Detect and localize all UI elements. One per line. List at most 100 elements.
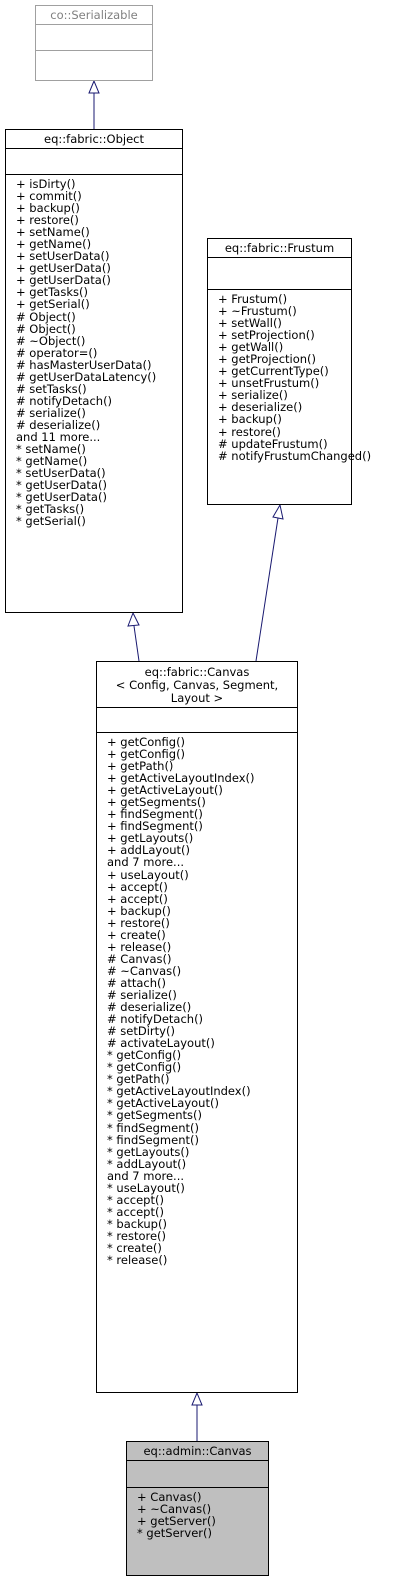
class-fabric-frustum[interactable]: eq::fabric::Frustum + Frustum()+ ~Frustu… <box>207 238 372 505</box>
method-item[interactable]: * setName() <box>16 442 86 457</box>
method-item[interactable]: + unsetFrustum() <box>218 376 320 391</box>
method-item[interactable]: + getActiveLayout() <box>107 783 223 798</box>
method-item[interactable]: + Frustum() <box>218 292 288 306</box>
method-item[interactable]: + Canvas() <box>137 1490 202 1504</box>
method-item[interactable]: * getLayouts() <box>107 1144 190 1159</box>
method-item[interactable]: + create() <box>107 927 166 942</box>
method-item[interactable]: # serialize() <box>16 405 86 420</box>
method-item[interactable]: * useLayout() <box>107 1180 185 1195</box>
method-item[interactable]: + release() <box>107 939 172 954</box>
method-item[interactable]: + ~Frustum() <box>218 304 297 319</box>
method-item[interactable]: # notifyDetach() <box>16 393 113 408</box>
method-item[interactable]: + setUserData() <box>16 249 110 264</box>
method-item[interactable]: + getName() <box>16 237 92 252</box>
method-item[interactable]: + setWall() <box>218 316 282 331</box>
method-item[interactable]: + restore() <box>16 213 79 228</box>
method-item[interactable]: + restore() <box>107 915 170 930</box>
method-item[interactable]: + getUserData() <box>16 273 111 288</box>
method-item[interactable]: + isDirty() <box>16 177 76 191</box>
method-item[interactable]: # Object() <box>16 321 76 336</box>
class-title: eq::fabric::Frustum <box>224 241 335 255</box>
method-item[interactable]: + findSegment() <box>107 819 203 834</box>
method-item[interactable]: * accept() <box>107 1204 164 1219</box>
class-fabric-object[interactable]: eq::fabric::Object + isDirty()+ commit()… <box>5 129 183 613</box>
method-item[interactable]: # ~Canvas() <box>107 963 182 978</box>
method-item[interactable]: * release() <box>107 1253 168 1268</box>
method-item[interactable]: * findSegment() <box>107 1120 199 1135</box>
method-item[interactable]: * getActiveLayout() <box>107 1096 219 1111</box>
class-fabric-canvas[interactable]: eq::fabric::Canvas < Config, Canvas, Seg… <box>96 661 298 1393</box>
method-item[interactable]: # activateLayout() <box>107 1036 215 1051</box>
method-item[interactable]: * create() <box>107 1240 162 1255</box>
method-item[interactable]: + accept() <box>107 879 168 894</box>
method-item[interactable]: # deserialize() <box>107 1000 192 1015</box>
method-item[interactable]: # notifyFrustumChanged() <box>218 448 372 463</box>
method-item[interactable]: # notifyDetach() <box>107 1012 204 1027</box>
method-item[interactable]: + backup() <box>107 903 171 918</box>
method-item[interactable]: + setName() <box>16 225 90 240</box>
class-serializable[interactable]: co::Serializable <box>35 5 153 81</box>
method-item[interactable]: * setUserData() <box>16 466 106 481</box>
method-item[interactable]: + findSegment() <box>107 807 203 822</box>
method-item[interactable]: # updateFrustum() <box>218 436 328 451</box>
method-item[interactable]: + getCurrentType() <box>218 364 329 379</box>
method-item[interactable]: # setDirty() <box>107 1024 175 1039</box>
method-item[interactable]: + getConfig() <box>107 735 186 749</box>
method-item[interactable]: + getTasks() <box>16 285 88 300</box>
method-item[interactable]: + getUserData() <box>16 261 111 276</box>
method-item[interactable]: + getServer() <box>137 1514 216 1529</box>
method-item[interactable]: + getProjection() <box>218 352 317 367</box>
method-item[interactable]: * getActiveLayoutIndex() <box>107 1084 251 1099</box>
method-item[interactable]: # deserialize() <box>16 417 101 432</box>
method-item[interactable]: + getActiveLayoutIndex() <box>107 771 255 786</box>
method-item[interactable]: + serialize() <box>218 388 288 403</box>
method-item[interactable]: * getSerial() <box>16 514 86 529</box>
method-item[interactable]: + ~Canvas() <box>137 1502 212 1517</box>
method-item[interactable]: * getUserData() <box>16 490 107 505</box>
method-item[interactable]: * getConfig() <box>107 1060 182 1075</box>
methods-section: + isDirty()+ commit()+ backup()+ restore… <box>6 174 182 530</box>
method-item[interactable]: + getSerial() <box>16 297 90 312</box>
class-admin-canvas[interactable]: eq::admin::Canvas + Canvas()+ ~Canvas()+… <box>126 1441 269 1576</box>
method-item[interactable]: # ~Object() <box>16 333 86 348</box>
method-item[interactable]: and 11 more... <box>16 429 101 444</box>
method-item[interactable]: # hasMasterUserData() <box>16 357 152 372</box>
method-item[interactable]: + getWall() <box>218 340 284 355</box>
method-item[interactable]: + accept() <box>107 891 168 906</box>
attributes-section <box>36 24 152 50</box>
method-item[interactable]: + setProjection() <box>218 328 315 343</box>
method-item[interactable]: * backup() <box>107 1216 167 1231</box>
method-item[interactable]: # Object() <box>16 309 76 324</box>
method-item[interactable]: * getPath() <box>107 1072 170 1087</box>
method-item[interactable]: + useLayout() <box>107 867 189 882</box>
method-item[interactable]: * getName() <box>16 454 88 469</box>
method-item[interactable]: * accept() <box>107 1192 164 1207</box>
method-item[interactable]: # attach() <box>107 975 166 990</box>
method-item[interactable]: * getConfig() <box>107 1048 182 1063</box>
method-item[interactable]: + getConfig() <box>107 747 186 762</box>
method-item[interactable]: * getServer() <box>137 1526 212 1541</box>
method-item[interactable]: * getSegments() <box>107 1108 203 1123</box>
method-item[interactable]: # setTasks() <box>16 381 87 396</box>
method-item[interactable]: # operator=() <box>16 345 98 360</box>
method-item[interactable]: and 7 more... <box>107 855 185 870</box>
method-item[interactable]: * getUserData() <box>16 478 107 493</box>
method-item[interactable]: + getLayouts() <box>107 831 194 846</box>
method-item[interactable]: and 7 more... <box>107 1168 185 1183</box>
method-item[interactable]: + deserialize() <box>218 400 303 415</box>
method-item[interactable]: + backup() <box>218 412 282 427</box>
method-item[interactable]: # Canvas() <box>107 951 172 966</box>
method-item[interactable]: * addLayout() <box>107 1156 187 1171</box>
method-item[interactable]: * getTasks() <box>16 502 85 517</box>
method-item[interactable]: + commit() <box>16 189 82 204</box>
method-item[interactable]: * findSegment() <box>107 1132 199 1147</box>
method-item[interactable]: + backup() <box>16 201 80 216</box>
method-item[interactable]: + restore() <box>218 424 281 439</box>
method-item[interactable]: # getUserDataLatency() <box>16 369 157 384</box>
method-item[interactable]: + getPath() <box>107 759 174 774</box>
method-item[interactable]: * restore() <box>107 1228 167 1243</box>
method-item[interactable]: + getSegments() <box>107 795 206 810</box>
method-item[interactable]: # serialize() <box>107 987 177 1002</box>
method-item[interactable]: + addLayout() <box>107 843 191 858</box>
